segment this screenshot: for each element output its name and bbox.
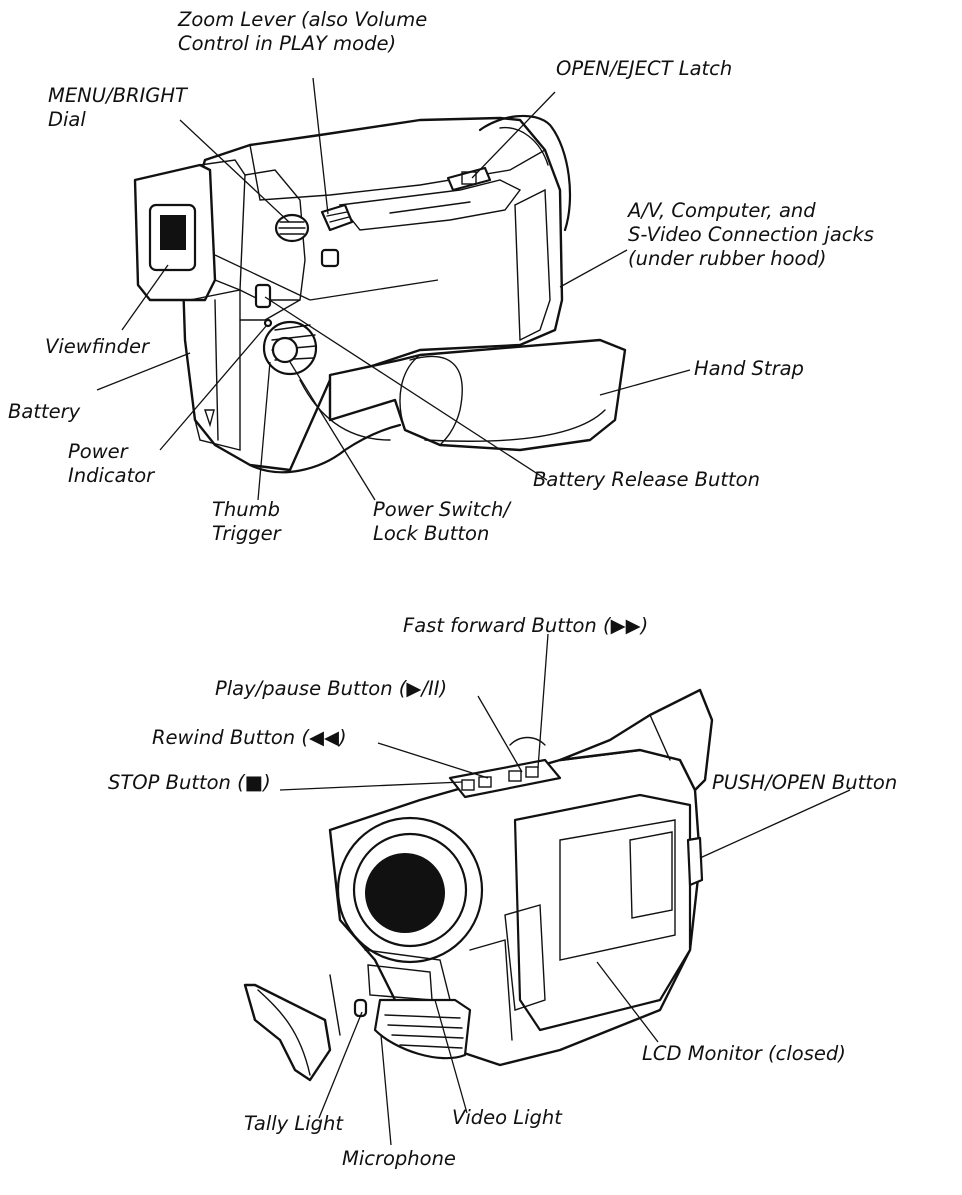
battery-pack xyxy=(189,289,241,451)
label-tally-light: Tally Light xyxy=(244,1112,344,1135)
label-power-switch: Power Switch/ Lock Button xyxy=(373,498,510,546)
label-zoom-lever-line2: Control in PLAY mode) xyxy=(178,32,397,55)
label-battery-release: Battery Release Button xyxy=(533,468,760,491)
label-av-jacks-line3: (under rubber hood) xyxy=(628,247,827,270)
bottom-camcorder xyxy=(243,688,714,1082)
label-hand-strap: Hand Strap xyxy=(694,357,804,380)
label-av-jacks: A/V, Computer, and S-Video Connection ja… xyxy=(628,199,874,271)
label-menu-bright-line1: MENU/BRIGHT xyxy=(48,84,187,107)
bottom-viewfinder xyxy=(558,688,714,792)
label-power-switch-line2: Lock Button xyxy=(373,522,490,545)
label-push-open: PUSH/OPEN Button xyxy=(712,771,898,794)
label-rewind: Rewind Button (◀◀) xyxy=(152,726,347,749)
top-camcorder-body xyxy=(181,116,564,472)
microphone-grill xyxy=(373,998,472,1060)
top-camcorder xyxy=(133,114,627,474)
lcd-panel xyxy=(513,793,692,1032)
label-thumb-trigger: Thumb Trigger xyxy=(212,498,281,546)
label-battery: Battery xyxy=(8,400,81,423)
label-viewfinder: Viewfinder xyxy=(45,335,150,358)
label-open-eject-latch: OPEN/EJECT Latch xyxy=(556,57,733,80)
label-power-indicator: Power Indicator xyxy=(68,440,154,488)
label-microphone: Microphone xyxy=(342,1147,456,1170)
label-video-light: Video Light xyxy=(452,1106,562,1129)
label-play-pause: Play/pause Button (▶/II) xyxy=(215,677,448,700)
label-av-jacks-line2: S-Video Connection jacks xyxy=(628,223,874,246)
label-zoom-lever: Zoom Lever (also Volume Control in PLAY … xyxy=(178,8,427,56)
label-power-indicator-line2: Indicator xyxy=(68,464,155,487)
label-zoom-lever-line1: Zoom Lever (also Volume xyxy=(178,8,428,31)
label-stop: STOP Button (■) xyxy=(108,771,271,794)
label-thumb-trigger-line2: Trigger xyxy=(212,522,281,545)
label-lcd-monitor: LCD Monitor (closed) xyxy=(642,1042,846,1065)
label-av-jacks-line1: A/V, Computer, and xyxy=(628,199,816,222)
label-thumb-trigger-line1: Thumb xyxy=(212,498,281,521)
leader-lines xyxy=(96,77,851,1146)
label-menu-bright-line2: Dial xyxy=(48,108,86,131)
label-power-switch-line1: Power Switch/ xyxy=(373,498,510,521)
label-menu-bright-dial: MENU/BRIGHT Dial xyxy=(48,84,187,132)
label-fast-forward: Fast forward Button (▶▶) xyxy=(403,614,649,637)
label-power-indicator-line1: Power xyxy=(68,440,128,463)
